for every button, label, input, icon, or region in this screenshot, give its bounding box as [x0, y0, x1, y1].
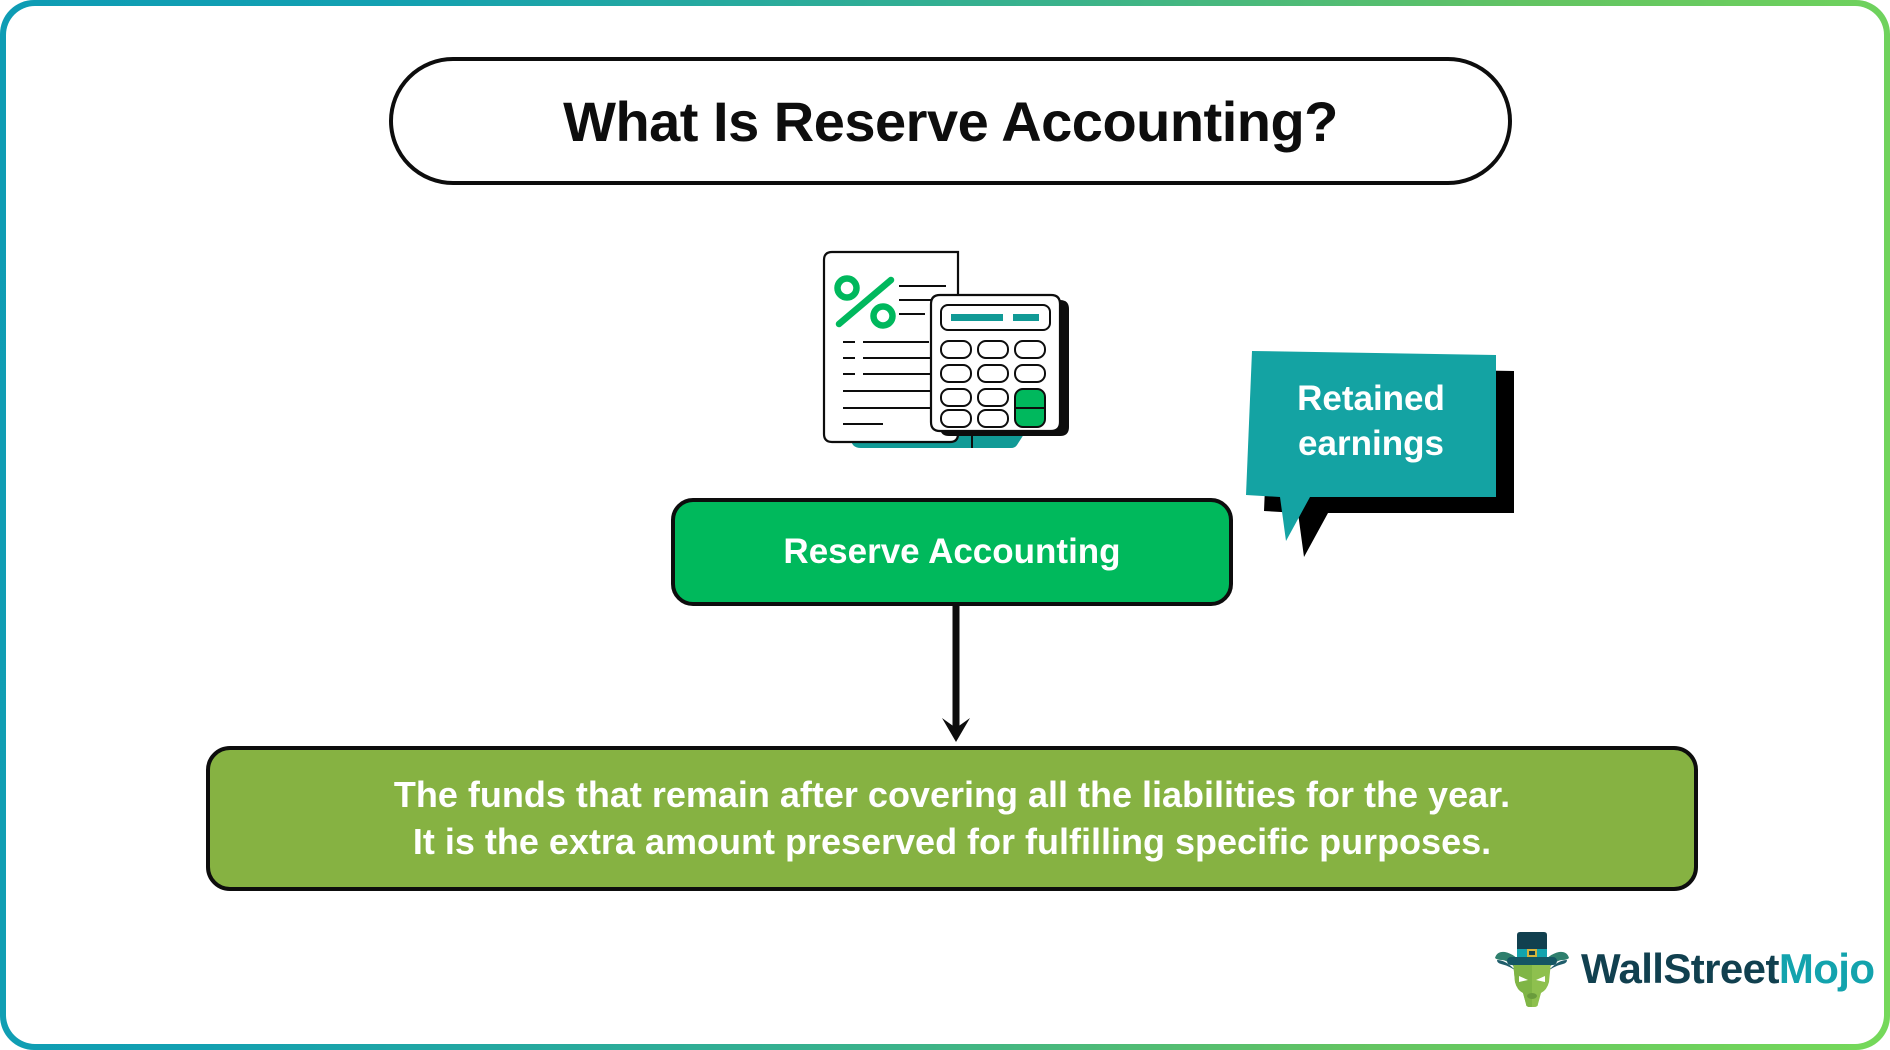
- arrow-head: [942, 718, 970, 742]
- calculator-display-bar-2: [1013, 314, 1039, 321]
- percent-icon: [834, 275, 896, 329]
- connector-arrow: [936, 604, 976, 748]
- callout-body: [1246, 351, 1496, 541]
- definition-line-1: The funds that remain after covering all…: [393, 774, 1511, 816]
- primary-node-label: Reserve Accounting: [783, 532, 1121, 571]
- infographic-canvas: What Is Reserve Accounting?: [6, 6, 1884, 1044]
- calculator-keys: [940, 340, 1046, 428]
- brand-wordmark-part-2: Mojo: [1778, 945, 1875, 992]
- definition-line-2: It is the extra amount preserved for ful…: [412, 820, 1492, 862]
- document-body-rules: [843, 341, 941, 425]
- document-header-rules: [899, 285, 946, 315]
- document-calculator-illustration: [821, 248, 1091, 458]
- brand-wordmark: WallStreetMojo: [1581, 945, 1875, 993]
- brand-wordmark-part-1: WallStreet: [1581, 945, 1779, 992]
- retained-earnings-callout: Retained earnings: [1246, 351, 1526, 561]
- bull-with-top-hat-logo-icon: [1495, 932, 1569, 1007]
- page-title: What Is Reserve Accounting?: [563, 89, 1338, 153]
- definition-box: The funds that remain after covering all…: [206, 746, 1698, 891]
- brand-logo[interactable]: WallStreetMojo: [1493, 928, 1875, 1010]
- primary-node-reserve-accounting[interactable]: Reserve Accounting: [671, 498, 1233, 606]
- calculator-display-bar-1: [951, 314, 1003, 321]
- page-title-pill: What Is Reserve Accounting?: [389, 57, 1512, 185]
